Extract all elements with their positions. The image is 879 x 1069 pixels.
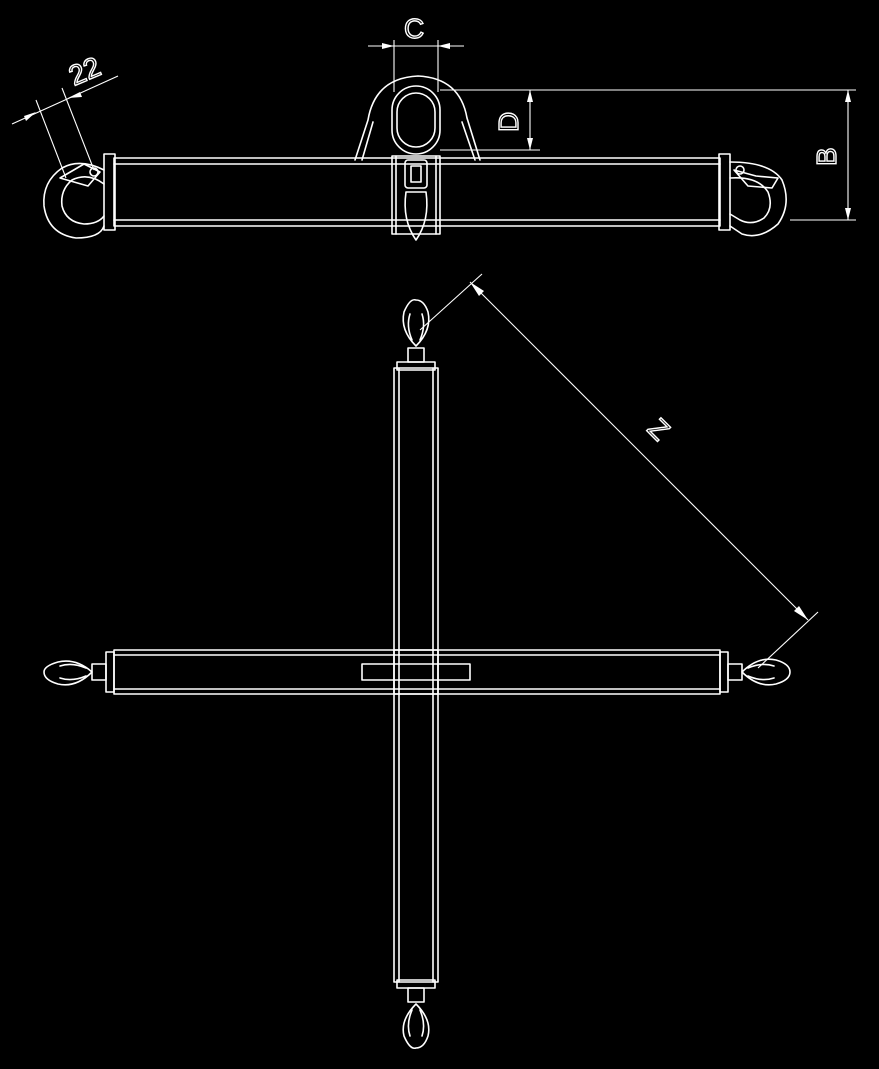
dim-label-b: B	[811, 147, 842, 166]
dimension-z: Z	[419, 273, 819, 669]
plan-horizontal-beam	[91, 649, 743, 695]
plan-vertical-beam	[393, 347, 439, 1003]
dim-label-z: Z	[642, 412, 676, 446]
plan-center-block	[393, 649, 439, 695]
side-beam	[103, 153, 731, 231]
plan-center-plate	[361, 663, 471, 681]
dim-label-c: C	[404, 13, 424, 44]
plan-hook-top	[402, 298, 430, 347]
plan-view: Z	[43, 273, 819, 1050]
plan-hook-bottom	[402, 1003, 430, 1050]
dimension-b: B	[790, 90, 856, 221]
plan-hook-right	[741, 658, 791, 686]
dimension-22: 22	[11, 50, 119, 179]
dim-label-d: D	[493, 112, 524, 132]
dim-label-22: 22	[64, 51, 105, 92]
side-view: C D B 22	[11, 12, 856, 241]
top-shackle	[354, 75, 481, 161]
dimension-d: D	[440, 89, 856, 151]
left-hook	[43, 162, 105, 239]
dimension-c: C	[368, 12, 464, 92]
right-hook	[729, 161, 787, 237]
center-clamp	[391, 155, 441, 241]
plan-hook-left	[43, 660, 93, 686]
